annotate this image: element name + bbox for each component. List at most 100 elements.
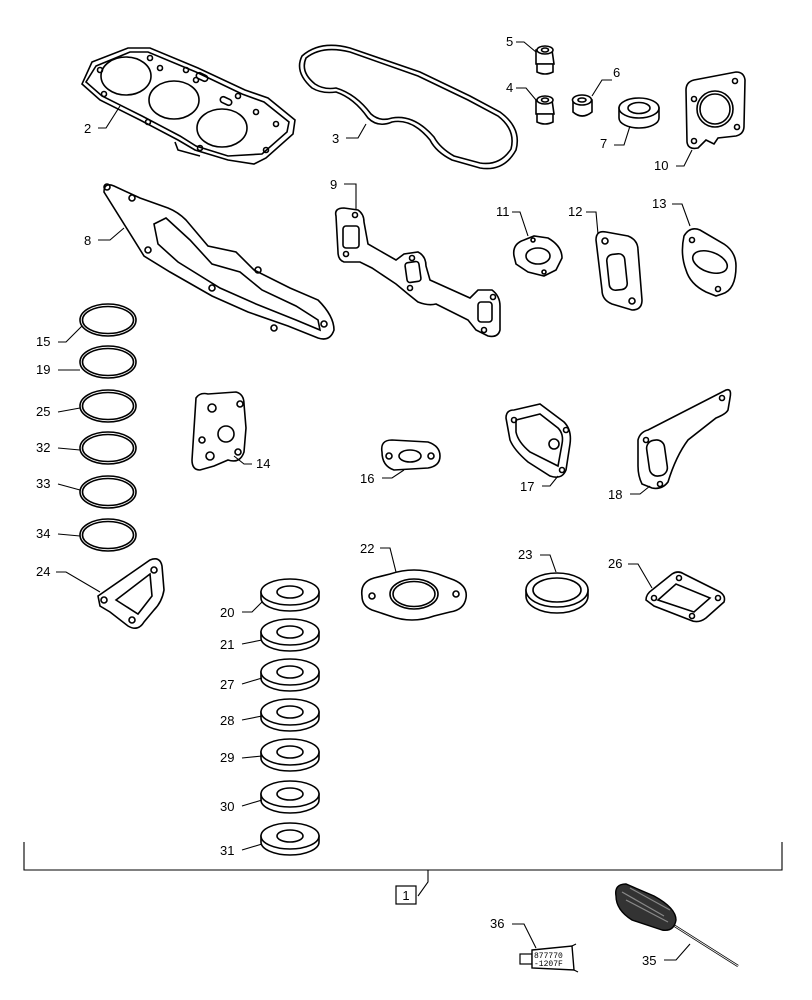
oval-flange-gasket-22 [360, 569, 468, 621]
callout-3-leader [346, 123, 367, 139]
small-seal-ring [571, 94, 593, 117]
callout-18: 18 [608, 487, 622, 502]
callout-25: 25 [36, 404, 50, 419]
callout-34-leader [57, 533, 81, 537]
callout-26: 26 [608, 556, 622, 571]
o-ring-25 [79, 389, 137, 423]
flange-gasket-10 [685, 71, 746, 150]
sealant-tube-36: 877770 -1207F [519, 943, 579, 973]
callout-31: 31 [220, 843, 234, 858]
callout-35: 35 [642, 953, 656, 968]
valve-stem-seal-upper [535, 45, 555, 75]
callout-28: 28 [220, 713, 234, 728]
tube-label-line2: -1207F [534, 960, 563, 969]
callout-19: 19 [36, 362, 50, 377]
o-ring-34 [79, 518, 137, 552]
callout-12: 12 [568, 204, 582, 219]
callout-23-leader [540, 554, 557, 573]
flange-gasket-13 [681, 228, 737, 297]
callout-32: 32 [36, 440, 50, 455]
callout-2-leader [98, 105, 121, 129]
callout-27: 27 [220, 677, 234, 692]
callout-13-leader [672, 203, 691, 227]
oval-gasket-16 [380, 439, 441, 471]
callout-17-leader [542, 475, 559, 487]
callout-9: 9 [330, 177, 337, 192]
callout-20: 20 [220, 605, 234, 620]
kit-bracket [23, 842, 783, 871]
callout-29: 29 [220, 750, 234, 765]
callout-21-leader [241, 639, 263, 645]
oil-seal-washer [618, 97, 660, 129]
small-flange-gasket-11 [512, 235, 563, 277]
callout-2: 2 [84, 121, 91, 136]
tube-label-line1: 877770 [534, 952, 563, 961]
o-ring-19 [79, 345, 137, 379]
callout-16-leader [382, 469, 405, 479]
callout-11: 11 [496, 204, 510, 219]
callout-16: 16 [360, 471, 374, 486]
callout-12-leader [586, 211, 599, 235]
callout-15-leader [58, 325, 83, 343]
callout-34: 34 [36, 526, 50, 541]
washer-20 [260, 578, 320, 612]
callout-7: 7 [600, 136, 607, 151]
cover-gasket-17 [505, 403, 572, 478]
callout-5: 5 [506, 34, 513, 49]
callout-8: 8 [84, 233, 91, 248]
callout-30: 30 [220, 799, 234, 814]
o-ring-32 [79, 431, 137, 465]
callout-33: 33 [36, 476, 50, 491]
o-ring-15 [79, 303, 137, 337]
callout-1-box: 1 [395, 885, 417, 905]
washer-21 [260, 618, 320, 652]
callout-30-leader [241, 799, 263, 807]
callout-3: 3 [332, 131, 339, 146]
callout-17: 17 [520, 479, 534, 494]
callout-10-leader [676, 149, 693, 167]
callout-6-leader [591, 79, 612, 97]
valve-cover-gasket [298, 44, 519, 170]
callout-28-leader [241, 715, 263, 721]
callout-7-leader [614, 125, 631, 146]
callout-20-leader [242, 601, 263, 613]
callout-1-leader [417, 870, 429, 897]
callout-15: 15 [36, 334, 50, 349]
callout-25-leader [57, 407, 81, 413]
callout-27-leader [241, 677, 263, 685]
callout-31-leader [241, 843, 263, 851]
bracket-gasket-18 [637, 388, 732, 490]
callout-1: 1 [402, 888, 409, 903]
washer-28 [260, 698, 320, 732]
callout-14: 14 [256, 456, 270, 471]
callout-4: 4 [506, 80, 513, 95]
flat-ring-gasket-23 [525, 572, 589, 614]
water-pump-gasket-14 [191, 391, 247, 471]
callout-22: 22 [360, 541, 374, 556]
washer-31 [260, 822, 320, 856]
callout-21: 21 [220, 637, 234, 652]
oblong-flange-gasket-12 [595, 230, 643, 311]
callout-29-leader [241, 755, 263, 759]
callout-14-leader [233, 455, 252, 465]
callout-4-leader [516, 87, 537, 101]
thermostat-gasket-24 [97, 558, 165, 630]
callout-10: 10 [654, 158, 668, 173]
callout-9-leader [344, 183, 357, 210]
exhaust-manifold-gasket-9 [334, 207, 501, 338]
washer-27 [260, 658, 320, 692]
o-ring-33 [79, 475, 137, 509]
callout-6: 6 [613, 65, 620, 80]
callout-18-leader [630, 485, 651, 495]
square-flange-gasket-26 [645, 571, 726, 623]
callout-8-leader [98, 227, 125, 241]
callout-35-leader [664, 943, 691, 961]
callout-22-leader [380, 547, 397, 573]
washer-30 [260, 780, 320, 814]
callout-24-leader [56, 571, 101, 593]
cleaning-brush-35 [615, 883, 739, 968]
callout-32-leader [57, 447, 81, 451]
callout-26-leader [628, 563, 653, 589]
callout-11-leader [512, 211, 529, 237]
